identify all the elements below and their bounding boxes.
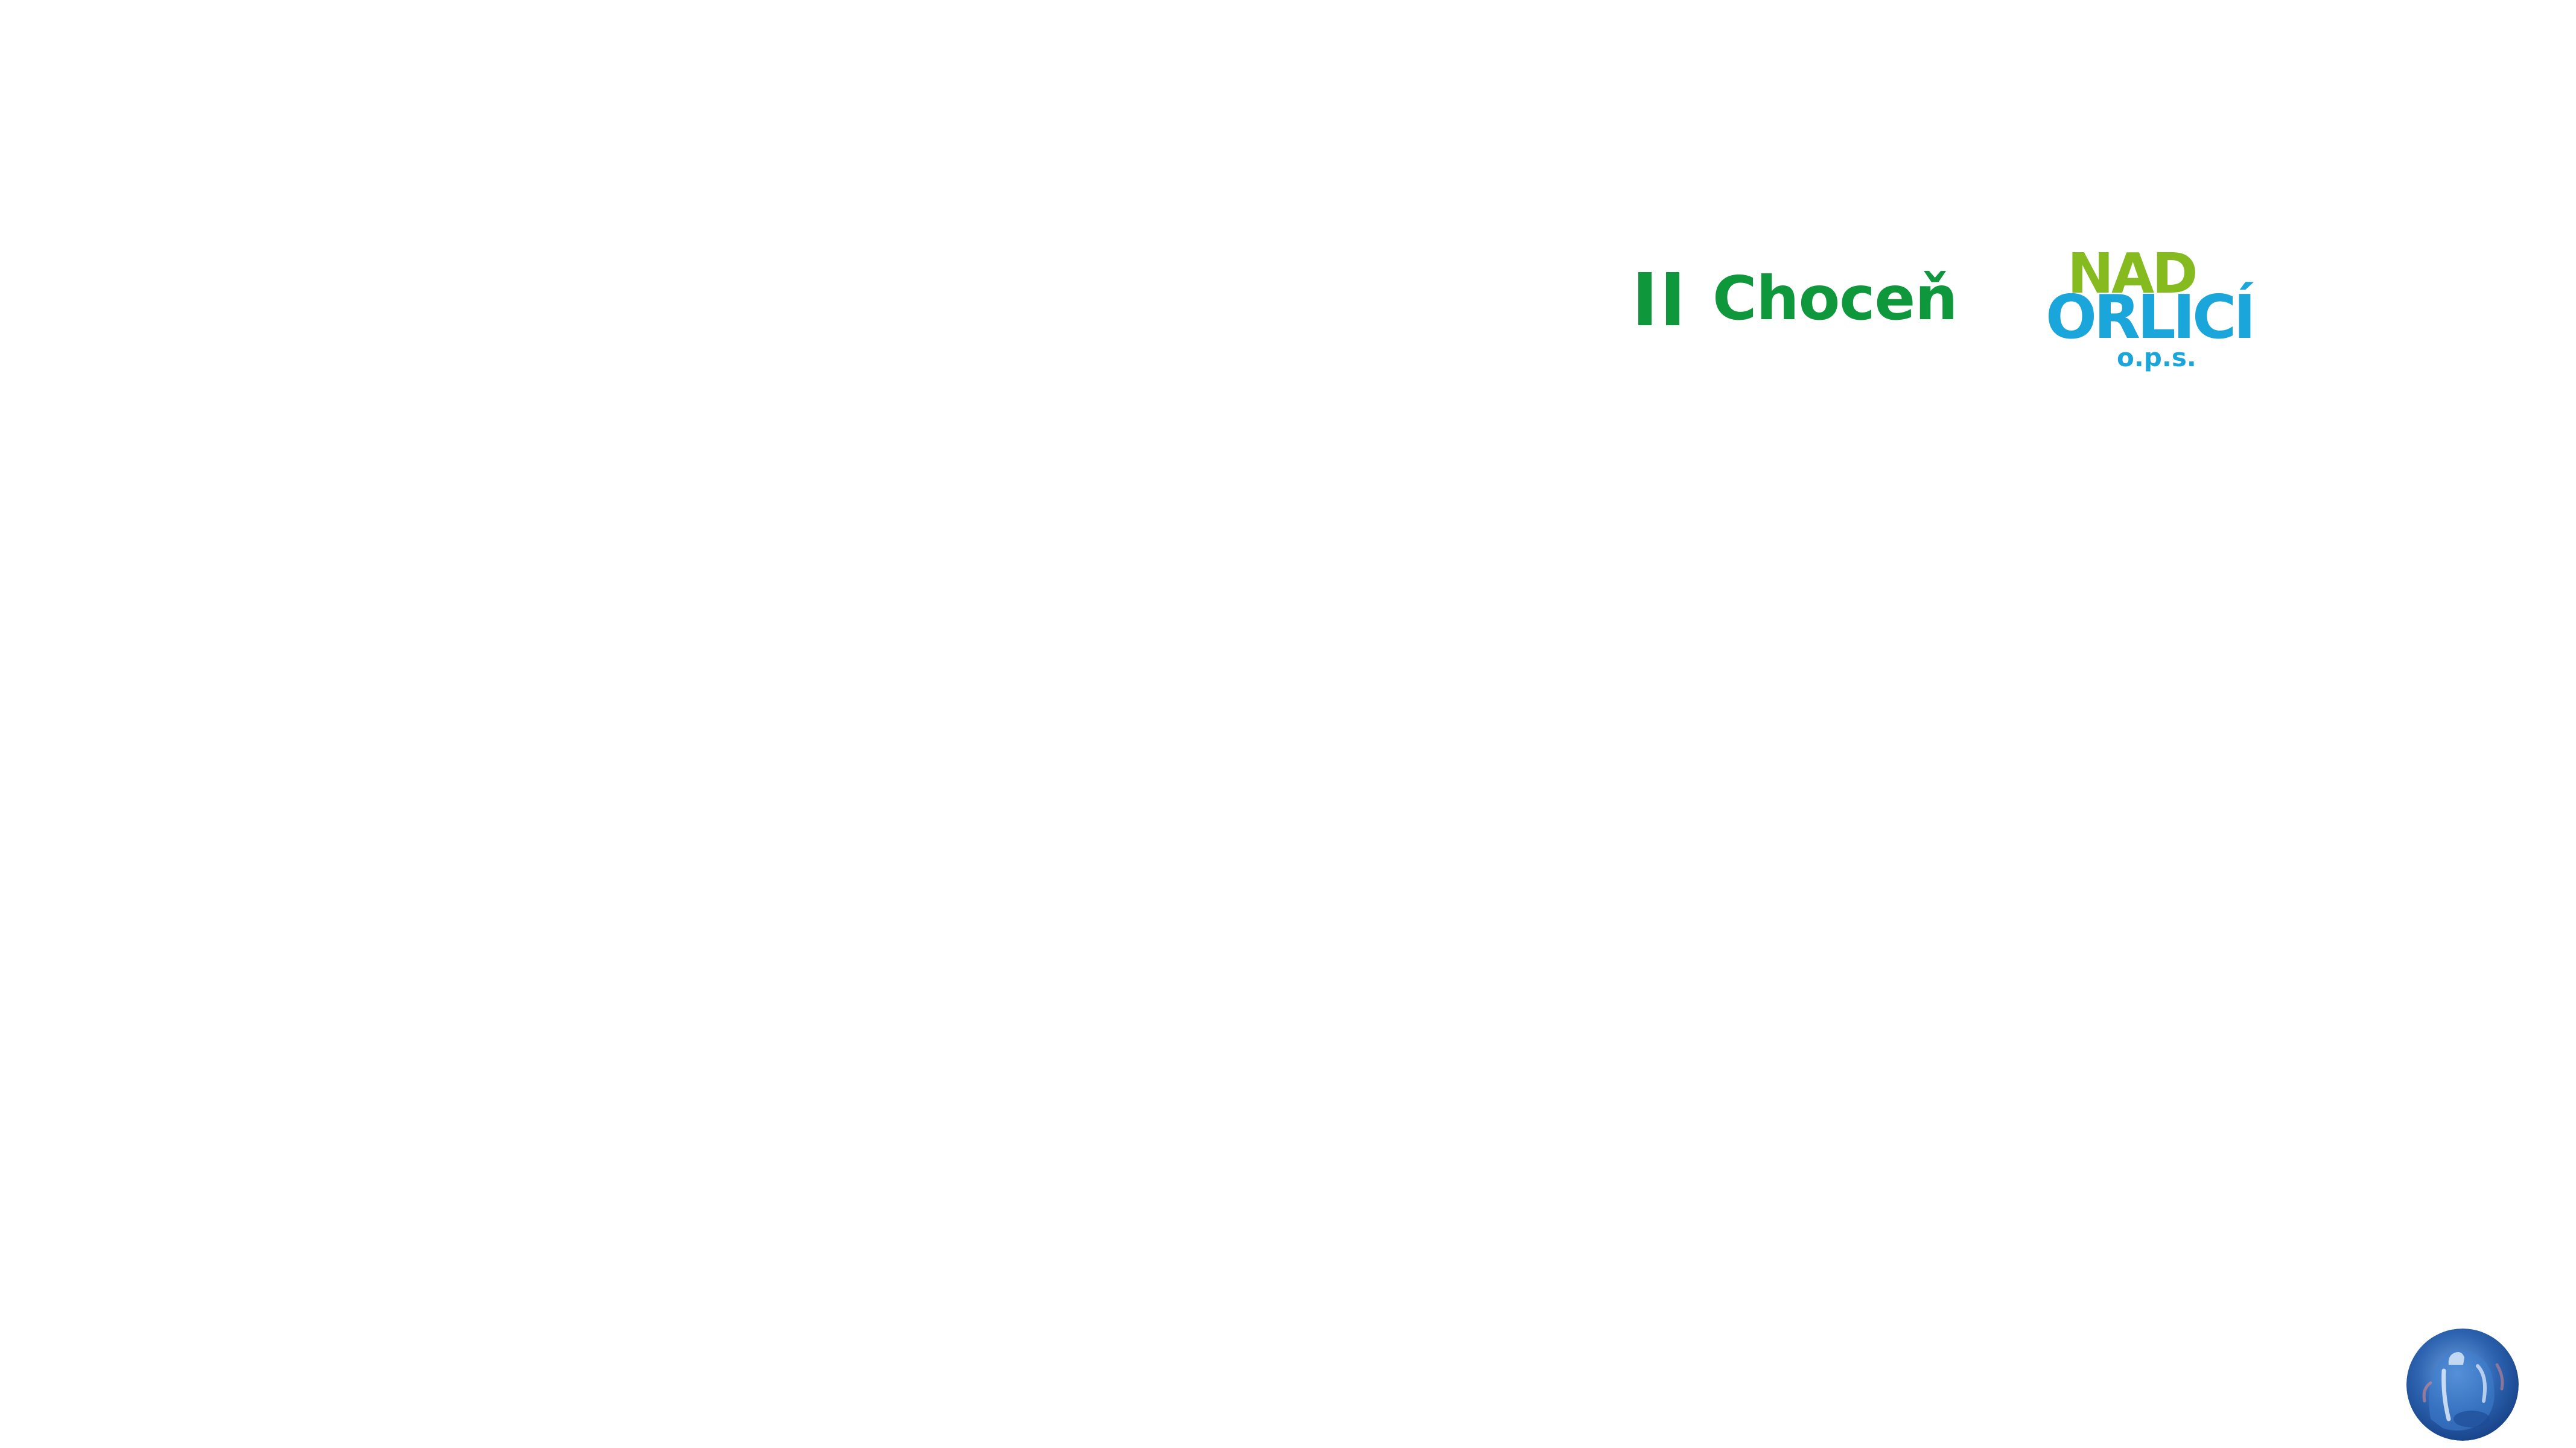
chocen-bar-right bbox=[1666, 272, 1679, 325]
nad-orlici-logo-line1: NAD bbox=[2067, 241, 2198, 306]
chocen-bars-icon bbox=[1638, 272, 1679, 325]
nad-orlici-logo-line2: ORLICÍ bbox=[2046, 282, 2256, 352]
chocen-logo-text: Choceň bbox=[1713, 263, 1958, 334]
nad-orlici-logo: NAD ORLICÍ o.p.s. bbox=[2046, 241, 2256, 379]
blue-globe-emblem-icon bbox=[2406, 1329, 2519, 1441]
globe-emblem-graphic bbox=[2406, 1329, 2519, 1441]
chocen-logo: Choceň bbox=[1638, 263, 1958, 334]
nad-orlici-logo-line3: o.p.s. bbox=[2117, 343, 2196, 372]
chocen-bar-left bbox=[1638, 272, 1652, 325]
